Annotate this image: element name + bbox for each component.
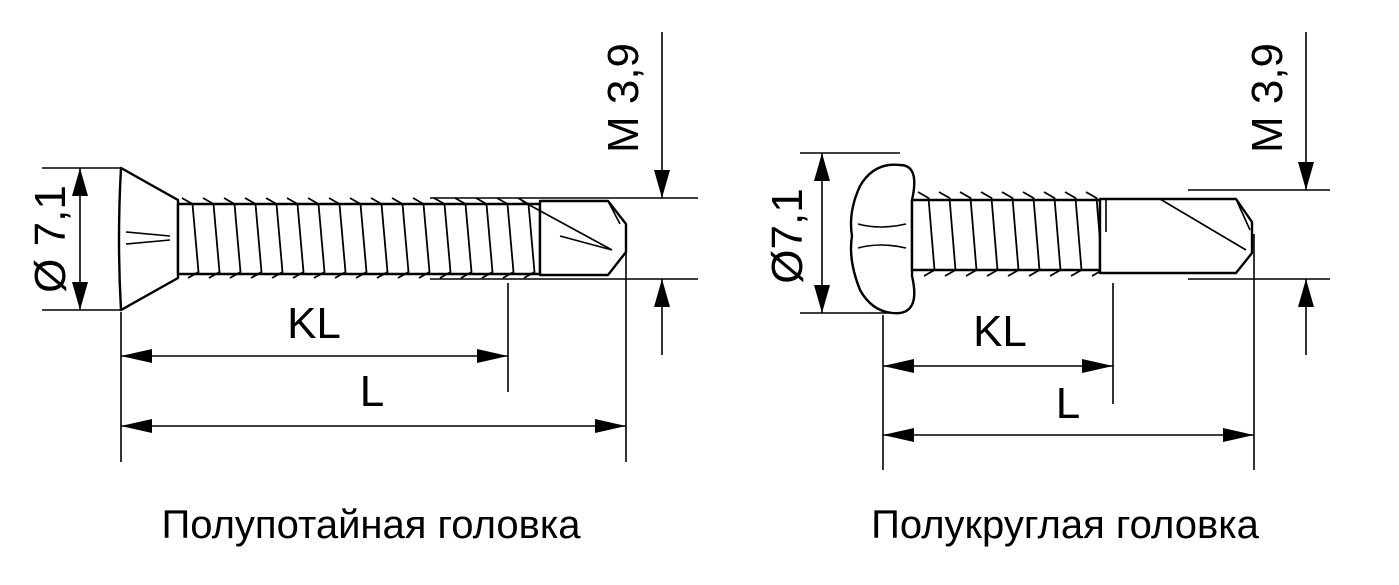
thread-crest	[265, 197, 284, 279]
thread-size-label: M 3,9	[599, 43, 648, 153]
thread-crest	[307, 197, 326, 279]
thread-crest	[349, 197, 368, 279]
thread-crests	[917, 191, 1104, 277]
thread-crest	[223, 197, 242, 279]
thread-crest	[1001, 191, 1020, 277]
thread-crest	[370, 197, 389, 279]
threaded-shank	[910, 198, 1102, 272]
l-label: L	[360, 367, 384, 416]
thread-crest	[202, 197, 221, 279]
thread-crest	[938, 191, 957, 277]
thread-crest	[286, 197, 305, 279]
thread-crest	[412, 197, 431, 279]
caption-countersunk: Полупотайная головка	[161, 503, 581, 547]
thread-crest	[475, 197, 494, 279]
thread-crest	[959, 191, 978, 277]
thread-crest	[496, 197, 515, 279]
thread-crest	[917, 191, 936, 277]
thread-crest	[328, 197, 347, 279]
thread-crest	[980, 191, 999, 277]
thread-crest	[433, 197, 452, 279]
thread-crest	[244, 197, 263, 279]
thread-crest	[454, 197, 473, 279]
head-diameter-label: Ø7,1	[763, 188, 812, 283]
thread-size-label: M 3,9	[1243, 43, 1292, 153]
drill-tip	[1098, 197, 1254, 275]
kl-label: KL	[973, 307, 1027, 356]
pan-screw-figure: Ø7,1 M 3,9 KL L Полукруглая головка	[763, 32, 1330, 547]
threaded-shank	[176, 202, 542, 276]
thread-crest	[391, 197, 410, 279]
thread-crest	[1043, 191, 1062, 277]
countersunk-head	[117, 166, 180, 312]
head-slot	[125, 231, 171, 237]
thread-crest	[181, 197, 200, 279]
l-label: L	[1056, 379, 1080, 428]
head-diameter-label: Ø 7,1	[26, 185, 75, 293]
pan-head	[849, 163, 916, 315]
kl-label: KL	[287, 299, 341, 348]
thread-crest	[1022, 191, 1041, 277]
countersunk-screw-figure: Ø 7,1 M 3,9 KL L Полупотайная головка	[26, 32, 698, 547]
thread-crests	[181, 197, 536, 279]
caption-pan: Полукруглая головка	[871, 503, 1260, 547]
thread-crest	[1064, 191, 1083, 277]
